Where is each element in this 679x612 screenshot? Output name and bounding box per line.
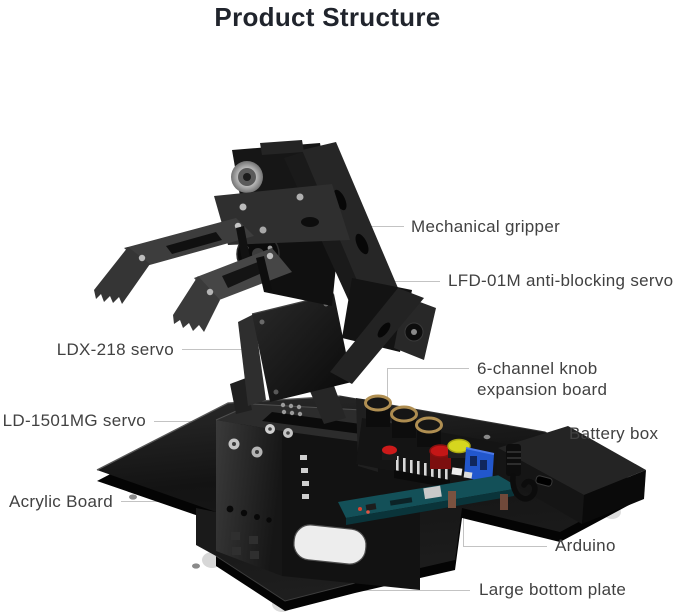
- button-red-small: [382, 445, 397, 460]
- knob-red: [429, 444, 452, 469]
- leader-lfd-01m-servo: [340, 281, 440, 283]
- leader-ld-1501mg-servo: [154, 421, 270, 423]
- leader-expansion-board-v: [387, 368, 389, 402]
- upper-arm-link: [214, 142, 398, 308]
- label-ldx-218-servo: LDX-218 servo: [56, 340, 174, 359]
- leader-arduino-v: [463, 500, 465, 547]
- label-arduino: Arduino: [555, 536, 616, 555]
- leader-arduino-h: [463, 546, 547, 548]
- label-ld-1501mg-servo: LD-1501MG servo: [2, 411, 146, 430]
- leader-battery-box: [458, 434, 558, 436]
- label-acrylic-board: Acrylic Board: [8, 492, 113, 511]
- knob-gold-2: [390, 405, 418, 438]
- dc-plug-cable: [506, 444, 538, 502]
- label-large-bottom-plate: Large bottom plate: [479, 580, 627, 599]
- knob-gold-3: [415, 416, 443, 447]
- leader-ldx-218-servo: [182, 349, 297, 351]
- label-mechanical-gripper: Mechanical gripper: [411, 217, 561, 236]
- label-expansion-board-line1: 6-channel knob: [477, 359, 598, 378]
- leader-mechanical-gripper: [318, 226, 404, 228]
- leader-expansion-board-h: [387, 368, 469, 370]
- button-yellow: [447, 438, 471, 458]
- expansion-board: [356, 394, 506, 492]
- gripper-servo-block: [236, 214, 340, 306]
- label-expansion-board: 6-channel knob expansion board: [477, 358, 607, 400]
- label-lfd-01m-servo: LFD-01M anti-blocking servo: [448, 271, 674, 290]
- acrylic-board-tower: [216, 418, 420, 590]
- ld-1501mg-servo: [215, 375, 430, 450]
- page-title: Product Structure: [214, 2, 441, 32]
- shoulder-joint: [231, 140, 328, 196]
- terminal-blue: [464, 447, 495, 484]
- mechanical-gripper: [94, 218, 292, 332]
- arduino-board: [338, 474, 514, 525]
- leader-acrylic-board: [121, 501, 256, 503]
- label-battery-box: Battery box: [569, 424, 659, 443]
- leader-large-bottom-plate: [350, 590, 470, 592]
- label-expansion-board-line2: expansion board: [477, 380, 608, 399]
